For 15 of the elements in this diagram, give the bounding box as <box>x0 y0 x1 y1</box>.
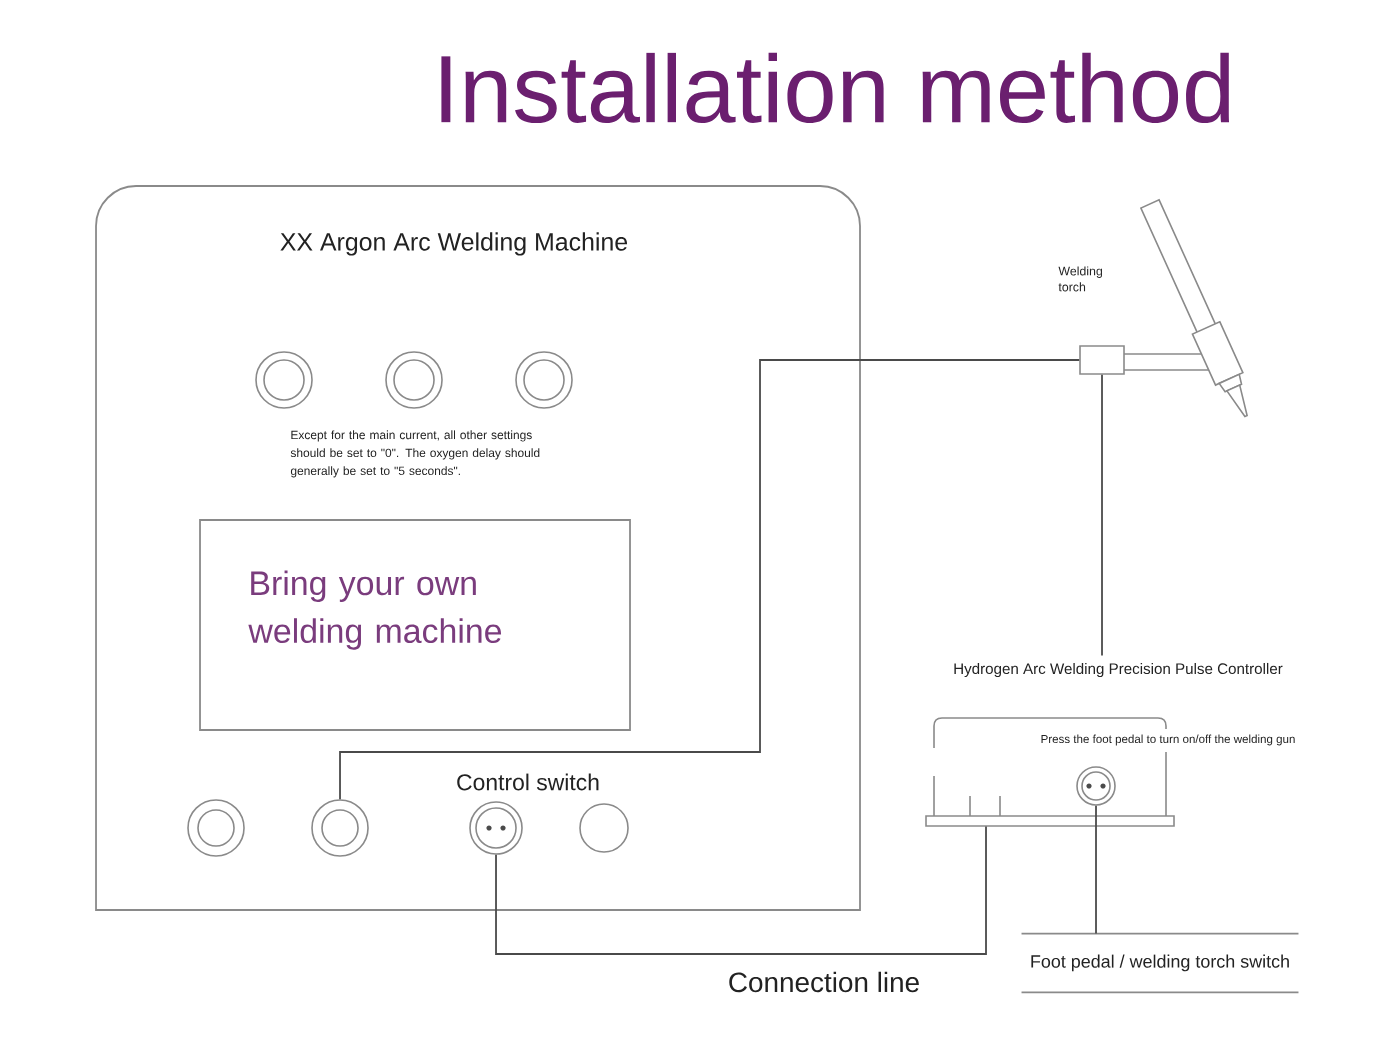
panel-title: XX Argon Arc Welding Machine <box>280 232 628 256</box>
cable-line <box>339 359 1081 801</box>
socket <box>1076 766 1116 806</box>
cable-line <box>1095 804 1097 935</box>
connector-box <box>1079 345 1125 375</box>
socket-label: Control switch <box>457 773 599 791</box>
socket <box>311 799 369 857</box>
edge-label: Connection line <box>725 969 923 995</box>
title: Installation method <box>441 52 1230 124</box>
cable-line <box>495 825 987 955</box>
socket <box>187 799 245 857</box>
cable-line <box>1101 373 1103 657</box>
display-screen: Bring your own welding machine <box>199 519 631 731</box>
round-button <box>579 803 629 853</box>
switch-label-box: Foot pedal / welding torch switch <box>1020 932 1300 994</box>
